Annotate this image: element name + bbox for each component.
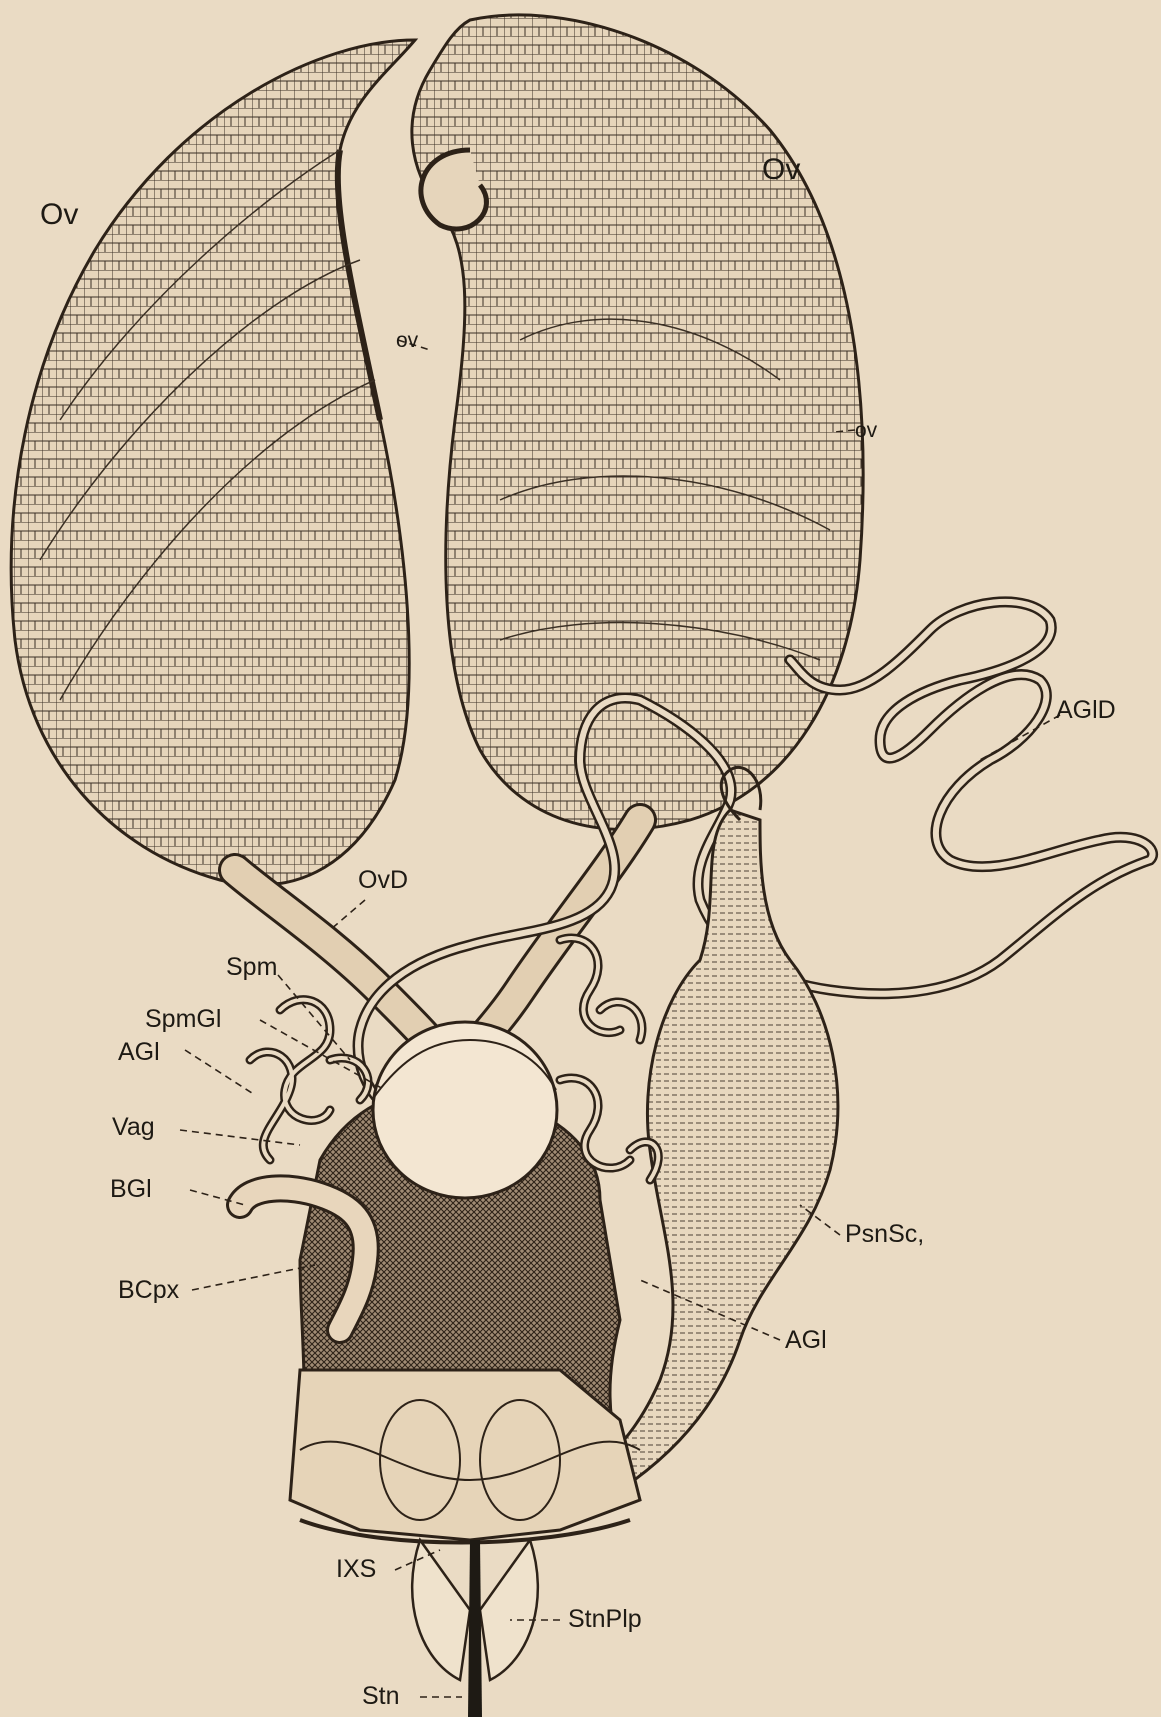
- sting-palp-label: StnPlp: [568, 1607, 642, 1632]
- accessory-gland-right-label: AGl: [785, 1328, 827, 1353]
- accessory-gland-left-label: AGl: [118, 1040, 160, 1065]
- ovule-upper-label: ov: [396, 330, 418, 351]
- accessory-gland-duct-label: AGlD: [1056, 698, 1116, 723]
- ovary-left-label: Ov: [40, 200, 78, 230]
- sting-base: [290, 1370, 640, 1543]
- ninth-sternite-label: IXS: [336, 1557, 376, 1582]
- spermatheca-label: Spm: [226, 955, 277, 980]
- sting-label: Stn: [362, 1684, 400, 1709]
- left-ovary: [11, 40, 415, 885]
- right-ovary: [412, 15, 863, 830]
- vagina-label: Vag: [112, 1115, 155, 1140]
- bursa-gland-label: BGl: [110, 1177, 152, 1202]
- ovule-right-label: ov: [855, 420, 877, 441]
- bulb-capsule-label: BCpx: [118, 1278, 179, 1303]
- spermathecal-gland-label: SpmGl: [145, 1007, 221, 1032]
- sting: [412, 1540, 538, 1717]
- poison-sac-label: PsnSc,: [845, 1222, 924, 1247]
- oviduct-label: OvD: [358, 868, 408, 893]
- ovary-right-label: Ov: [762, 155, 800, 185]
